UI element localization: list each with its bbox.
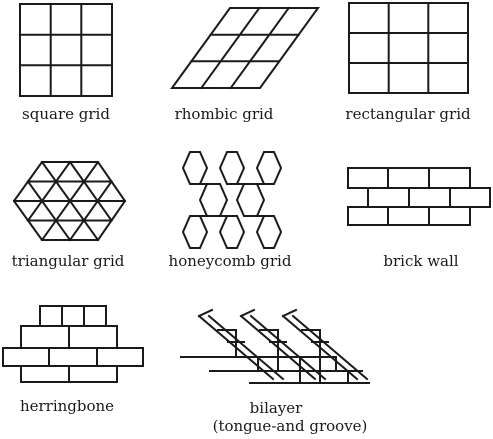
square-grid-figure: [19, 3, 113, 97]
bilayer-sublabel: (tongue-and groove): [212, 417, 368, 435]
herringbone-label: herringbone: [19, 397, 115, 415]
honeycomb-grid-label: honeycomb grid: [168, 252, 292, 270]
brick-wall-label: brick wall: [383, 252, 459, 270]
triangular-grid-label: triangular grid: [11, 252, 125, 270]
brick-wall-figure: [347, 167, 491, 226]
rectangular-grid-figure: [348, 2, 469, 94]
rhombic-grid-label: rhombic grid: [174, 105, 274, 123]
bilayer-label: bilayer: [249, 399, 303, 417]
herringbone-figure: [2, 305, 144, 383]
square-grid-label: square grid: [22, 105, 110, 123]
rhombic-grid-figure: [170, 6, 320, 90]
bilayer-figure: [180, 308, 370, 384]
honeycomb-grid-figure: [181, 151, 283, 249]
triangular-grid-figure: [12, 160, 127, 242]
rectangular-grid-label: rectangular grid: [345, 105, 471, 123]
